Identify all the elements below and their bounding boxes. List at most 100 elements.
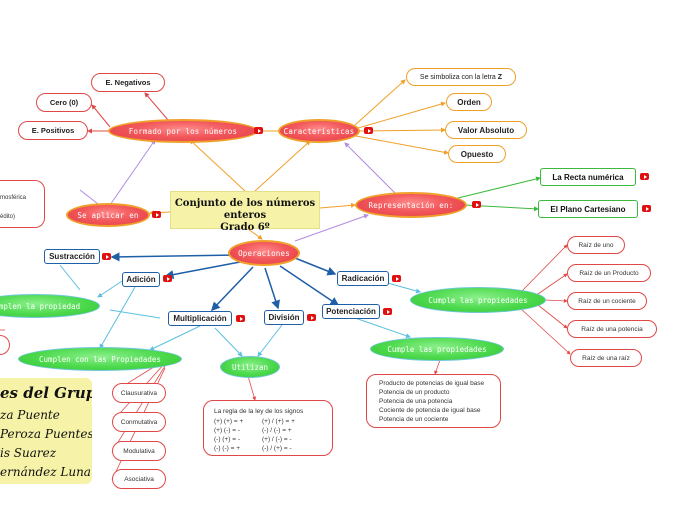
leaf-plano[interactable]: El Plano Cartesiano: [538, 200, 638, 218]
signos-box[interactable]: La regla de la ley de los signos (+) (+)…: [203, 400, 333, 456]
node-utilizan-label: Utilizan: [231, 362, 269, 372]
node-caracteristicas[interactable]: Características: [278, 119, 360, 143]
node-caracteristicas-label: Características: [283, 126, 355, 136]
op-multiplicacion[interactable]: Multiplicación: [168, 311, 232, 326]
leaf-letra-z-label: Se simboliza con la letra: [419, 73, 496, 81]
video-icon[interactable]: [642, 205, 651, 212]
op-division[interactable]: División: [264, 310, 304, 325]
leaf-opuesto-label: Opuesto: [460, 149, 494, 159]
prop-modulativa[interactable]: Modulativa: [112, 441, 166, 461]
prop-clausurativa[interactable]: Clausurativa: [112, 383, 166, 403]
raiz-raiz[interactable]: Raíz de una raíz: [570, 349, 642, 367]
op-sustraccion[interactable]: Sustracción: [44, 249, 100, 264]
signos-col-2: (+) / (+) = + (-) / (-) = + (+) / (-) = …: [262, 417, 295, 453]
potencia-prop-item: Producto de potencias de igual base: [379, 380, 485, 387]
video-icon[interactable]: [383, 308, 392, 315]
video-icon[interactable]: [392, 275, 401, 282]
video-icon[interactable]: [640, 173, 649, 180]
clipped-text-1: mosférica: [0, 195, 27, 201]
video-icon[interactable]: [163, 275, 172, 282]
leaf-e-positivos[interactable]: E. Positivos: [18, 121, 88, 140]
signos-title: La regla de la ley de los signos: [214, 408, 304, 415]
leaf-recta[interactable]: La Recta numérica: [540, 168, 636, 186]
video-icon[interactable]: [152, 211, 161, 218]
node-cumplen-propiedad[interactable]: Cumplen la propiedad: [0, 294, 100, 318]
signos-rule: (+) (-) = -: [214, 427, 240, 434]
node-operaciones-label: Operaciones: [238, 248, 290, 258]
leaf-e-positivos-label: E. Positivos: [31, 126, 75, 135]
central-topic-subtitle: Grado 6º: [220, 222, 270, 233]
video-icon[interactable]: [472, 201, 481, 208]
members-title: es del Grupo: [0, 384, 92, 402]
leaf-letra-z[interactable]: Se simboliza con la letra Z: [406, 68, 516, 86]
op-adicion-label: Adición: [126, 275, 156, 284]
node-cumple-props-rad-label: Cumple las propiedades: [428, 295, 528, 305]
leaf-e-negativos-label: E. Negativos: [105, 78, 151, 87]
central-topic[interactable]: Conjunto de los números enteros Grado 6º: [170, 191, 320, 233]
signos-rule: (-) (+) = -: [214, 436, 240, 443]
potencia-prop-item: Cociente de potencia de igual base: [379, 407, 481, 414]
node-formado[interactable]: Formado por los números: [108, 119, 258, 143]
leaf-orden-label: Orden: [457, 97, 481, 107]
node-se-aplicar[interactable]: Se aplicar en: [66, 203, 150, 227]
potencia-prop-item: Potencia de un producto: [379, 389, 450, 396]
prop-conmutativa[interactable]: Conmutativa: [112, 412, 166, 432]
member-name: Peroza Puentes: [0, 427, 92, 441]
node-cumplen-propiedades[interactable]: Cumplen con las Propiedades: [18, 347, 182, 371]
leaf-opuesto[interactable]: Opuesto: [448, 145, 506, 163]
node-operaciones[interactable]: Operaciones: [228, 240, 300, 266]
leaf-orden[interactable]: Orden: [446, 93, 492, 111]
raiz-cociente[interactable]: Raíz de un cociente: [567, 292, 647, 310]
node-cumple-props-pot[interactable]: Cumple las propiedades: [370, 337, 504, 361]
signos-rule: (-) / (+) = -: [262, 445, 292, 452]
leaf-valor-absoluto[interactable]: Valor Absoluto: [445, 121, 527, 139]
potencia-prop-item: Potencia de un cociente: [379, 416, 449, 423]
central-topic-title: Conjunto de los números enteros: [174, 198, 316, 221]
clipped-box-aplicar[interactable]: mosférica édito): [0, 180, 45, 228]
leaf-valor-absoluto-label: Valor Absoluto: [457, 125, 515, 135]
node-cumplen-propiedad-label: Cumplen la propiedad: [0, 301, 81, 311]
node-cumple-props-rad[interactable]: Cumple las propiedades: [410, 287, 546, 313]
op-radicacion[interactable]: Radicación: [337, 271, 389, 286]
leaf-letra-z-bold: Z: [497, 73, 503, 81]
leaf-recta-label: La Recta numérica: [552, 172, 624, 182]
member-name: za Puente: [0, 408, 60, 422]
group-members-box: es del Grupo za Puente Peroza Puentes is…: [0, 378, 92, 484]
video-icon[interactable]: [254, 127, 263, 134]
potencia-props-box[interactable]: Producto de potencias de igual base Pote…: [366, 374, 501, 428]
node-utilizan[interactable]: Utilizan: [220, 356, 280, 378]
op-potenciacion[interactable]: Potenciación: [322, 304, 380, 319]
op-multiplicacion-label: Multiplicación: [173, 314, 227, 323]
op-potenciacion-label: Potenciación: [326, 307, 376, 316]
raiz-producto-label: Raíz de un Producto: [579, 269, 639, 277]
op-adicion[interactable]: Adición: [122, 272, 160, 287]
member-name: is Suarez: [0, 446, 57, 460]
leaf-cero-label: Cero (0): [49, 98, 79, 107]
leaf-plano-label: El Plano Cartesiano: [550, 204, 626, 214]
raiz-potencia[interactable]: Raíz de una potencia: [567, 320, 657, 338]
signos-rule: (-) / (-) = +: [262, 427, 292, 434]
node-representacion-label: Representación en:: [368, 200, 454, 210]
video-icon[interactable]: [307, 314, 316, 321]
video-icon[interactable]: [236, 315, 245, 322]
raiz-producto[interactable]: Raíz de un Producto: [567, 264, 651, 282]
node-cumplen-propiedades-label: Cumplen con las Propiedades: [39, 354, 161, 364]
video-icon[interactable]: [102, 253, 111, 260]
prop-clausurativa-label: Clausurativa: [120, 389, 158, 397]
signos-rule: (-) (-) = +: [214, 445, 240, 452]
prop-modulativa-label: Modulativa: [123, 447, 155, 455]
video-icon[interactable]: [364, 127, 373, 134]
node-representacion[interactable]: Representación en:: [355, 192, 467, 218]
leaf-cero[interactable]: Cero (0): [36, 93, 92, 112]
raiz-raiz-label: Raíz de una raíz: [582, 354, 630, 362]
clipped-text-2: édito): [0, 214, 16, 220]
prop-asociativa[interactable]: Asociativa: [112, 469, 166, 489]
op-sustraccion-label: Sustracción: [49, 252, 95, 261]
member-name: ernández Luna: [0, 465, 91, 479]
node-se-aplicar-label: Se aplicar en: [77, 210, 139, 220]
signos-rule: (+) / (+) = +: [262, 418, 295, 425]
node-formado-label: Formado por los números: [128, 126, 238, 136]
leaf-e-negativos[interactable]: E. Negativos: [91, 73, 165, 92]
raiz-uno[interactable]: Raíz de uno: [567, 236, 625, 254]
